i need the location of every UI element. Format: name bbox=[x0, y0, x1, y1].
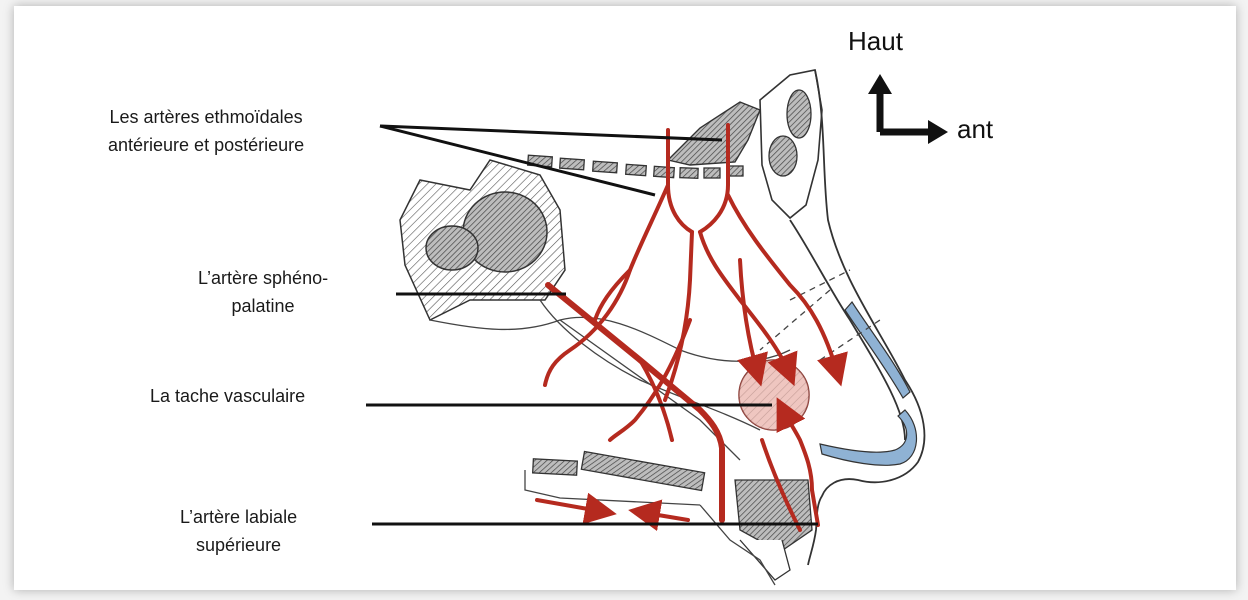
nasal-bone bbox=[760, 70, 822, 218]
crista-galli bbox=[668, 102, 760, 165]
label-vascular-spot: La tache vasculaire bbox=[150, 382, 305, 410]
right-arrow-icon bbox=[928, 120, 948, 144]
orientation-indicator bbox=[880, 92, 930, 132]
label-sphenopalatine-artery: L’artère sphéno- palatine bbox=[198, 264, 328, 320]
label-labiale-line2: supérieure bbox=[180, 531, 297, 559]
label-spheno-line2: palatine bbox=[198, 292, 328, 320]
sphenoid-bone bbox=[400, 160, 565, 320]
orientation-forward-label: ant bbox=[957, 114, 993, 145]
label-spheno-line1: L’artère sphéno- bbox=[198, 264, 328, 292]
label-ethmoid-arteries: Les artères ethmoïdales antérieure et po… bbox=[108, 103, 304, 159]
label-labiale-line1: L’artère labiale bbox=[180, 503, 297, 531]
septal-cartilage bbox=[820, 302, 916, 465]
label-superior-labial-artery: L’artère labiale supérieure bbox=[180, 503, 297, 559]
up-arrow-icon bbox=[868, 74, 892, 94]
label-ethmoid-line2: antérieure et postérieure bbox=[108, 131, 304, 159]
orientation-up-label: Haut bbox=[848, 26, 903, 57]
vascular-spot bbox=[739, 360, 809, 430]
label-tache-text: La tache vasculaire bbox=[150, 382, 305, 410]
label-ethmoid-line1: Les artères ethmoïdales bbox=[108, 103, 304, 131]
